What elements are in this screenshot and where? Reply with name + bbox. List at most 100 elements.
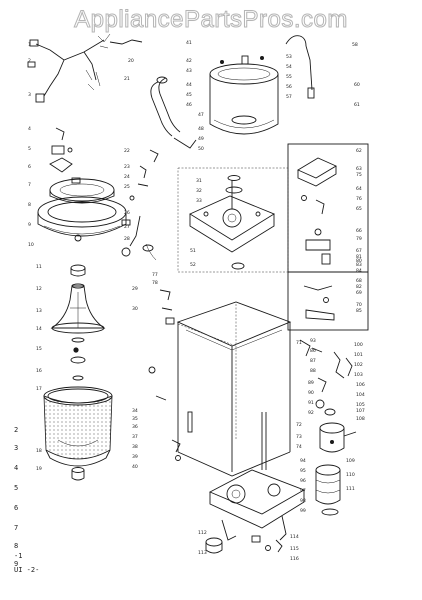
margin-label: 2 bbox=[14, 426, 18, 434]
part-number: 63 bbox=[356, 166, 362, 172]
part-number: 74 bbox=[296, 444, 302, 450]
basket-nut-icon bbox=[71, 467, 85, 481]
margin-label: 4 bbox=[14, 464, 18, 472]
part-number: 87 bbox=[310, 358, 316, 364]
part-number: 44 bbox=[186, 82, 192, 88]
part-number: 108 bbox=[356, 416, 365, 422]
part-number: 77 bbox=[152, 272, 158, 278]
part-number: 69 bbox=[356, 290, 362, 296]
part-number: 73 bbox=[296, 434, 302, 440]
part-number: 26 bbox=[124, 210, 130, 216]
margin-label: 5 bbox=[14, 484, 18, 492]
part-number: 2 bbox=[28, 58, 31, 64]
part-number: 22 bbox=[124, 148, 130, 154]
part-number: 65 bbox=[356, 206, 362, 212]
margin-label: 3 bbox=[14, 444, 18, 452]
part-number: 13 bbox=[36, 308, 42, 314]
part-number: 52 bbox=[190, 262, 196, 268]
part-number: 64 bbox=[356, 186, 362, 192]
part-number: 92 bbox=[308, 410, 314, 416]
part-number: 83 bbox=[356, 262, 362, 268]
part-number: 43 bbox=[186, 68, 192, 74]
switch-parts-icon bbox=[49, 127, 81, 184]
part-number: 70 bbox=[356, 302, 362, 308]
part-number: 47 bbox=[198, 112, 204, 118]
part-number: 85 bbox=[356, 308, 362, 314]
part-number: 61 bbox=[354, 102, 360, 108]
watermark-logo: AppliancePartsPros.com bbox=[74, 6, 348, 34]
part-number: 72 bbox=[296, 422, 302, 428]
control-parts-icon bbox=[297, 157, 337, 321]
part-number: 15 bbox=[36, 346, 42, 352]
part-number: 46 bbox=[186, 102, 192, 108]
part-number: 6 bbox=[28, 164, 31, 170]
part-number: 32 bbox=[196, 188, 202, 194]
part-number: 95 bbox=[300, 468, 306, 474]
part-number: 100 bbox=[354, 342, 363, 348]
part-number: 50 bbox=[198, 146, 204, 152]
part-number: 91 bbox=[308, 400, 314, 406]
part-number: 82 bbox=[356, 284, 362, 290]
part-number: 60 bbox=[354, 82, 360, 88]
part-number: 106 bbox=[356, 382, 365, 388]
part-number: 102 bbox=[354, 362, 363, 368]
part-number: 39 bbox=[132, 454, 138, 460]
part-number: 56 bbox=[286, 84, 292, 90]
part-number: 23 bbox=[124, 164, 130, 170]
motor-parts-icon bbox=[299, 339, 353, 416]
part-number: 103 bbox=[354, 372, 363, 378]
tub-support-box bbox=[177, 167, 289, 273]
part-number: 110 bbox=[346, 472, 355, 478]
hose-icon bbox=[149, 76, 197, 163]
margin-label: 7 bbox=[14, 524, 18, 532]
part-number: 36 bbox=[132, 424, 138, 430]
drive-bell-icon bbox=[70, 337, 86, 381]
part-number: 10 bbox=[28, 242, 34, 248]
part-number: 107 bbox=[356, 408, 365, 414]
clip-parts-icon bbox=[121, 165, 157, 261]
part-number: 11 bbox=[36, 264, 42, 270]
part-number: 66 bbox=[356, 228, 362, 234]
part-number: 78 bbox=[152, 280, 158, 286]
part-number: 35 bbox=[132, 416, 138, 422]
agitator-icon bbox=[50, 283, 106, 334]
part-number: 84 bbox=[356, 268, 362, 274]
pulley-icon bbox=[205, 537, 223, 554]
part-number: 34 bbox=[132, 408, 138, 414]
part-number: 21 bbox=[124, 76, 130, 82]
part-number: 97 bbox=[300, 488, 306, 494]
part-number: 42 bbox=[186, 58, 192, 64]
pressure-tube-icon bbox=[285, 35, 315, 99]
part-number: 90 bbox=[308, 390, 314, 396]
tub-ring-icon bbox=[49, 178, 115, 204]
part-number: 3 bbox=[28, 92, 31, 98]
part-number: 53 bbox=[286, 54, 292, 60]
part-number: 37 bbox=[132, 434, 138, 440]
left-margin-labels: 2 3 4 5 6 7 8 9 bbox=[14, 426, 18, 568]
part-number: 99 bbox=[300, 508, 306, 514]
margin-label: 6 bbox=[14, 504, 18, 512]
part-number: 24 bbox=[124, 174, 130, 180]
part-number: 5 bbox=[28, 146, 31, 152]
part-number: 76 bbox=[356, 196, 362, 202]
part-number: 48 bbox=[198, 126, 204, 132]
part-number: 101 bbox=[354, 352, 363, 358]
part-number: 115 bbox=[290, 546, 299, 552]
part-number: 86 bbox=[310, 348, 316, 354]
part-number: 17 bbox=[36, 386, 42, 392]
part-number: 89 bbox=[308, 380, 314, 386]
part-number: 29 bbox=[132, 286, 138, 292]
wash-basket-icon bbox=[43, 386, 113, 467]
part-number: 71 bbox=[296, 340, 302, 346]
part-number: 93 bbox=[310, 338, 316, 344]
cabinet-icon bbox=[176, 301, 292, 477]
part-number: 30 bbox=[132, 306, 138, 312]
part-number: 94 bbox=[300, 458, 306, 464]
part-number: 80 bbox=[356, 258, 362, 264]
part-number: 112 bbox=[198, 530, 207, 536]
part-number: 28 bbox=[124, 236, 130, 242]
part-number: 18 bbox=[36, 448, 42, 454]
part-number: 98 bbox=[300, 498, 306, 504]
